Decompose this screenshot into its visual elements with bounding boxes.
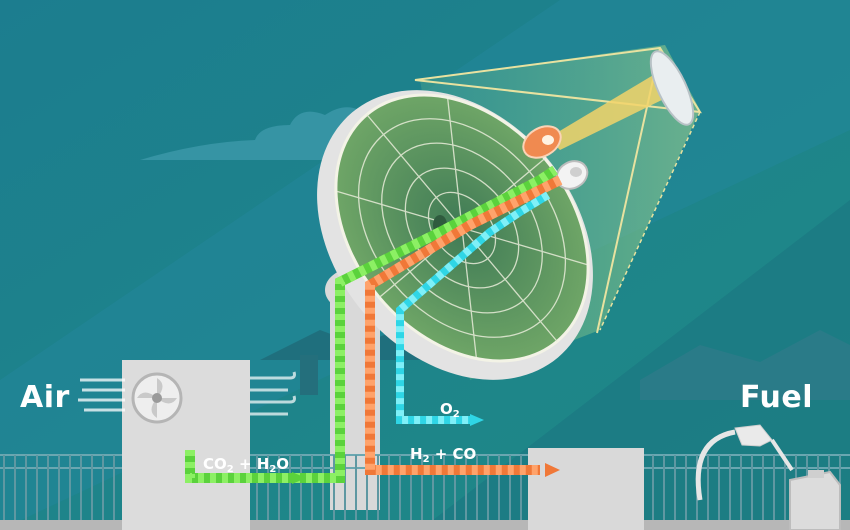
h2o-subscript: 2 xyxy=(269,464,277,475)
o2-text: O xyxy=(440,400,453,418)
air-label: Air xyxy=(20,380,70,415)
sky-band-lower xyxy=(420,200,850,530)
reactor xyxy=(522,125,589,190)
air-stream-in xyxy=(78,378,125,412)
o2-label: O2 xyxy=(440,400,460,420)
co2-h2o-label: CO2 + H2O xyxy=(203,455,289,475)
arrow-h2-co xyxy=(545,463,560,477)
h2-text: H xyxy=(410,445,423,463)
stream-h2-co xyxy=(365,175,563,475)
nozzle-spout xyxy=(770,438,794,472)
h2o-text-a: + H xyxy=(233,455,270,473)
arrow-o2 xyxy=(470,414,484,426)
co2-subscript: 2 xyxy=(226,464,234,475)
building-silhouette xyxy=(300,355,318,395)
fuel-label: Fuel xyxy=(740,380,813,415)
ground-strip xyxy=(0,520,850,530)
stream-co2-h2o xyxy=(185,165,558,483)
mountains-right xyxy=(640,330,850,400)
concentrated-ray xyxy=(548,68,672,150)
co2-text: CO xyxy=(203,455,227,473)
fan-icon xyxy=(131,372,183,424)
fuel-synthesis-unit xyxy=(528,448,644,530)
fuel-nozzle-icon xyxy=(734,424,773,447)
h2-subscript: 2 xyxy=(422,454,430,465)
air-stream-out xyxy=(250,371,296,416)
beam-edge-dashed xyxy=(599,111,701,331)
stream-o2 xyxy=(396,191,551,424)
fuel-hose xyxy=(695,429,736,501)
fuel-canister-icon xyxy=(789,470,841,530)
h2-co-label: H2 + CO xyxy=(410,445,476,465)
secondary-mirror xyxy=(649,50,695,126)
co-text: + CO xyxy=(429,445,477,463)
arrow-co2 xyxy=(292,472,306,484)
o2-subscript: 2 xyxy=(452,409,460,420)
h2o-text-b: O xyxy=(276,455,290,473)
